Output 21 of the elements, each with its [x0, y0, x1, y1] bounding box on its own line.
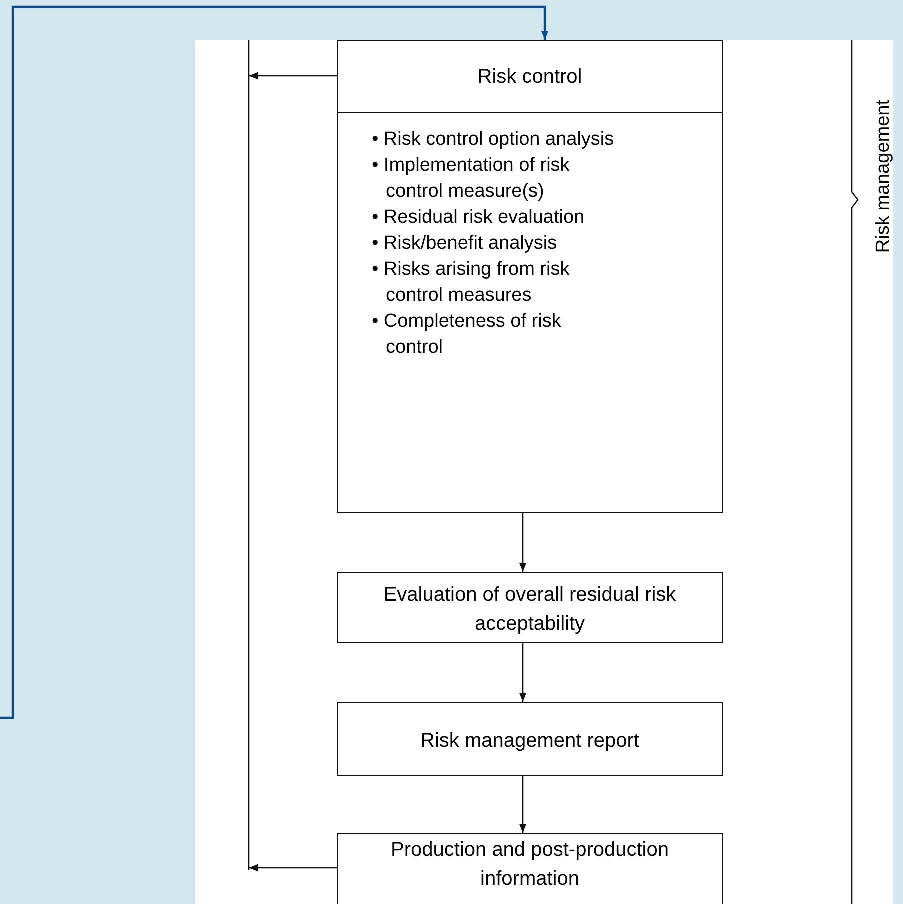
process-box	[337, 833, 723, 904]
bullet-item: • Residual risk evaluation	[372, 206, 585, 230]
box-label: Risk management report	[420, 729, 640, 754]
process-box	[337, 702, 723, 776]
bullet-item: • Completeness of risk control	[372, 310, 562, 360]
bullet-item: • Risk control option analysis	[372, 128, 614, 152]
arrow	[519, 513, 527, 572]
bullet-item: • Implementation of risk control measure(s)	[372, 154, 571, 204]
box-heading: Risk control	[478, 64, 582, 90]
arrow	[519, 776, 527, 833]
process-box	[337, 40, 723, 513]
process-box	[337, 572, 723, 643]
bracket-label: Risk management	[872, 100, 895, 254]
arrow	[519, 643, 527, 702]
arrow	[249, 864, 337, 872]
arrow	[249, 72, 337, 80]
box-label: Production and post-production information	[390, 838, 670, 892]
bullet-item: • Risks arising from risk control measures	[372, 258, 571, 308]
arrow	[0, 6, 549, 720]
box-label: Evaluation of overall residual risk acceptability	[382, 583, 678, 637]
bullet-item: • Risk/benefit analysis	[372, 232, 558, 256]
